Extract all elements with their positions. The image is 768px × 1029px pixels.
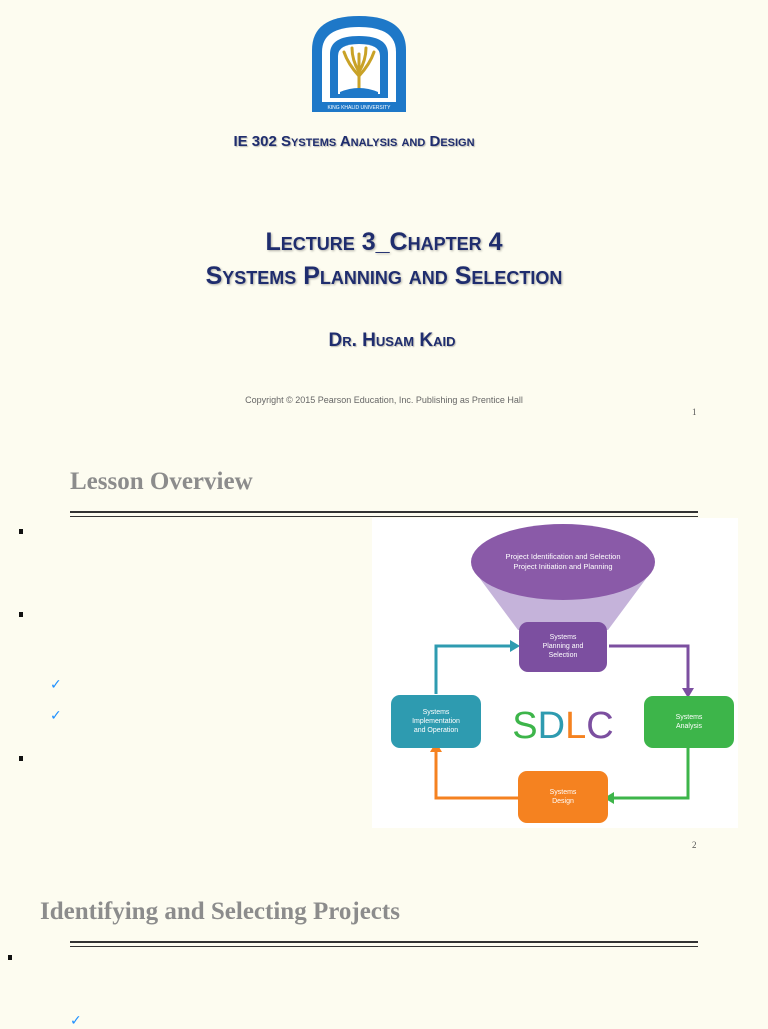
arrow-analysis-to-design bbox=[612, 748, 690, 800]
title-divider bbox=[70, 941, 698, 947]
funnel-label-line1: Project Identification and Selection bbox=[505, 552, 620, 561]
page-number: 2 bbox=[692, 840, 697, 850]
lecture-title: Lecture 3_Chapter 4 Systems Planning and… bbox=[0, 225, 768, 293]
checkmark-icon: ✓ bbox=[50, 708, 62, 724]
arrow-planning-to-analysis bbox=[609, 644, 690, 690]
node-planning-line1: Systems bbox=[550, 634, 577, 641]
checkmark-icon: ✓ bbox=[50, 677, 62, 693]
university-logo: KING KHALID UNIVERSITY bbox=[312, 16, 406, 112]
node-analysis bbox=[644, 696, 734, 748]
page-number: 1 bbox=[692, 407, 697, 417]
course-title: IE 302 Systems Analysis and Design bbox=[233, 133, 475, 150]
arrowhead-icon bbox=[604, 792, 614, 804]
bullet-marker bbox=[19, 529, 23, 534]
logo-text: KING KHALID UNIVERSITY bbox=[327, 105, 391, 111]
node-implementation-line1: Systems bbox=[423, 709, 450, 716]
lecture-title-line1: Lecture 3_Chapter 4 bbox=[265, 228, 503, 256]
node-implementation bbox=[391, 695, 481, 748]
bullet-marker bbox=[19, 612, 23, 617]
arrow-design-to-implementation bbox=[434, 750, 518, 800]
funnel-top bbox=[471, 524, 655, 600]
node-planning-line2: Planning and bbox=[543, 643, 584, 650]
arrowhead-icon bbox=[510, 640, 520, 652]
title-divider bbox=[70, 511, 698, 517]
node-design-line2: Design bbox=[552, 798, 574, 805]
node-design bbox=[518, 771, 608, 823]
node-implementation-line2: Implementation bbox=[412, 718, 460, 725]
author-name: Dr. Husam Kaid bbox=[328, 330, 456, 351]
node-planning-line3: Selection bbox=[549, 652, 578, 659]
checkmark-icon: ✓ bbox=[70, 1013, 82, 1029]
funnel-label-line2: Project Initiation and Planning bbox=[513, 562, 612, 571]
node-design-line1: Systems bbox=[550, 789, 577, 796]
node-implementation-line3: and Operation bbox=[414, 727, 458, 734]
bullet-marker bbox=[19, 756, 23, 761]
node-analysis-line2: Analysis bbox=[676, 723, 703, 730]
arrow-implementation-to-planning bbox=[434, 644, 512, 694]
slide-title: Lesson Overview bbox=[70, 468, 253, 495]
copyright-notice: Copyright © 2015 Pearson Education, Inc.… bbox=[245, 395, 523, 405]
slide-title: Identifying and Selecting Projects bbox=[40, 898, 400, 925]
lecture-title-line2: Systems Planning and Selection bbox=[205, 262, 563, 290]
node-planning bbox=[519, 622, 607, 672]
sdlc-diagram: Project Identification and Selection Pro… bbox=[372, 518, 738, 828]
node-analysis-line1: Systems bbox=[676, 714, 703, 721]
arrowhead-icon bbox=[682, 688, 694, 698]
bullet-marker bbox=[8, 955, 12, 960]
sdlc-label: SDLC bbox=[512, 705, 613, 747]
